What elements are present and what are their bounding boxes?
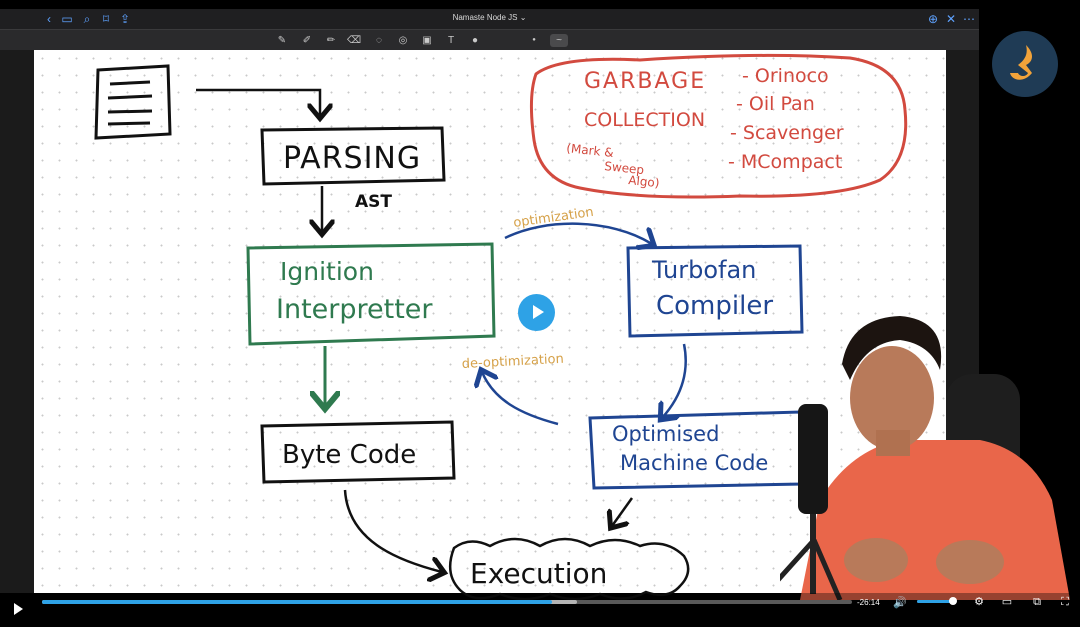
presenter-shirt <box>800 440 1070 600</box>
deoptimization-label: de-optimization <box>461 352 564 372</box>
ast-label: AST <box>355 192 392 212</box>
stroke-icon: ~ <box>550 34 568 47</box>
logo-mark-icon <box>1010 45 1032 80</box>
volume-slider[interactable] <box>917 597 958 605</box>
document-title: Namaste Node JS ⌄ <box>452 13 527 22</box>
gc-note-1: (Mark & <box>566 141 615 160</box>
optimization-label: optimization <box>512 205 594 231</box>
file-to-parsing-arrow <box>196 88 320 116</box>
pen-icon: ✎ <box>277 35 287 46</box>
mic-stand <box>810 514 816 594</box>
lasso-icon: ◌ <box>376 35 382 46</box>
deoptimization-arrow <box>482 372 559 426</box>
execution-label: Execution <box>470 557 607 590</box>
back-icon: ‹ <box>47 12 51 26</box>
sidebar-icon: ▭ <box>61 12 73 26</box>
gc-note-2: Sweep <box>604 159 645 177</box>
parsing-box <box>260 126 446 186</box>
time-remaining: -26:14 <box>857 598 880 607</box>
notes-titlebar: ‹ ▭ ⌕ ⌑ ⇪ Namaste Node JS ⌄ ⊕ ✕ ⋯ <box>0 9 979 29</box>
presenter-webcam <box>780 316 1070 600</box>
progress-played <box>42 600 553 604</box>
volume-icon[interactable]: 🔊 <box>893 597 907 609</box>
turbofan-box <box>626 244 804 338</box>
turbofan-label-2: Compiler <box>656 291 773 321</box>
search-icon: ⌕ <box>83 12 91 26</box>
gc-note-3: Algo) <box>628 173 660 190</box>
text-icon: T <box>447 35 455 46</box>
bytecode-to-execution-arrow <box>343 489 442 572</box>
color-icon: ● <box>471 35 479 46</box>
ignition-box <box>246 242 496 346</box>
dot-icon: ● <box>532 37 536 43</box>
mic-stand-arm <box>780 538 843 600</box>
more-icon: ⋯ <box>963 12 975 26</box>
marker-icon: ✏ <box>326 35 336 46</box>
play-icon[interactable] <box>13 603 25 615</box>
settings-gear-icon[interactable]: ⚙ <box>974 596 984 608</box>
whiteboard-canvas <box>34 50 946 593</box>
bytecode-label: Byte Code <box>282 440 416 470</box>
optimised-label-2: Machine Code <box>620 451 768 475</box>
shapes-icon: ◎ <box>398 35 408 46</box>
presenter-face <box>850 346 934 450</box>
gc-label-2: COLLECTION <box>584 109 705 131</box>
notes-toolbar: ✎ ✐ ✏ ⌫ ◌ ◎ ▣ T ● ● ~ <box>0 29 979 50</box>
channel-logo <box>992 31 1058 97</box>
center-play-button[interactable] <box>518 294 555 331</box>
left-margin <box>0 50 34 593</box>
gc-item-1: - Orinoco <box>742 65 829 87</box>
captions-icon[interactable]: ▭ <box>1001 596 1013 608</box>
picture-in-picture-icon[interactable]: ⧉ <box>1033 596 1041 608</box>
source-file-icon <box>94 64 172 140</box>
gc-cloud <box>529 53 908 199</box>
presenter-neck <box>876 430 910 456</box>
parsing-label: PARSING <box>283 141 421 176</box>
volume-knob[interactable] <box>949 597 958 605</box>
optimised-to-execution-arrow <box>612 497 634 526</box>
progress-bar[interactable] <box>42 600 852 604</box>
gc-item-3: - Scavenger <box>730 122 844 144</box>
execution-cloud <box>448 537 690 601</box>
presenter-hair <box>842 316 942 380</box>
optimization-arrow <box>504 222 652 244</box>
microphone <box>798 404 828 514</box>
bytecode-box <box>260 420 456 484</box>
gc-item-2: - Oil Pan <box>736 93 815 115</box>
ignition-label-2: Interpretter <box>276 294 433 325</box>
close-icon: ✕ <box>945 12 957 26</box>
presenter-left-hand <box>844 538 908 582</box>
gc-item-4: - MCompact <box>728 151 842 173</box>
new-page-icon: ⊕ <box>927 12 939 26</box>
bookmark-icon: ⌑ <box>102 12 110 26</box>
volume-level <box>917 600 954 603</box>
ignition-label-1: Ignition <box>280 257 374 286</box>
turbofan-label-1: Turbofan <box>651 256 756 284</box>
player-controls: -26:14 🔊 ⚙ ▭ ⧉ ⛶ <box>0 593 1080 627</box>
turbofan-to-optimised-arrow <box>662 343 687 418</box>
image-icon: ▣ <box>422 35 432 46</box>
presenter-right-hand <box>936 540 1004 584</box>
share-icon: ⇪ <box>119 12 131 26</box>
highlighter-icon: ✐ <box>302 35 312 46</box>
eraser-icon: ⌫ <box>347 35 362 46</box>
optimised-label-1: Optimised <box>612 422 719 446</box>
gc-label-1: GARBAGE <box>584 69 706 94</box>
fullscreen-icon[interactable]: ⛶ <box>1061 596 1069 608</box>
